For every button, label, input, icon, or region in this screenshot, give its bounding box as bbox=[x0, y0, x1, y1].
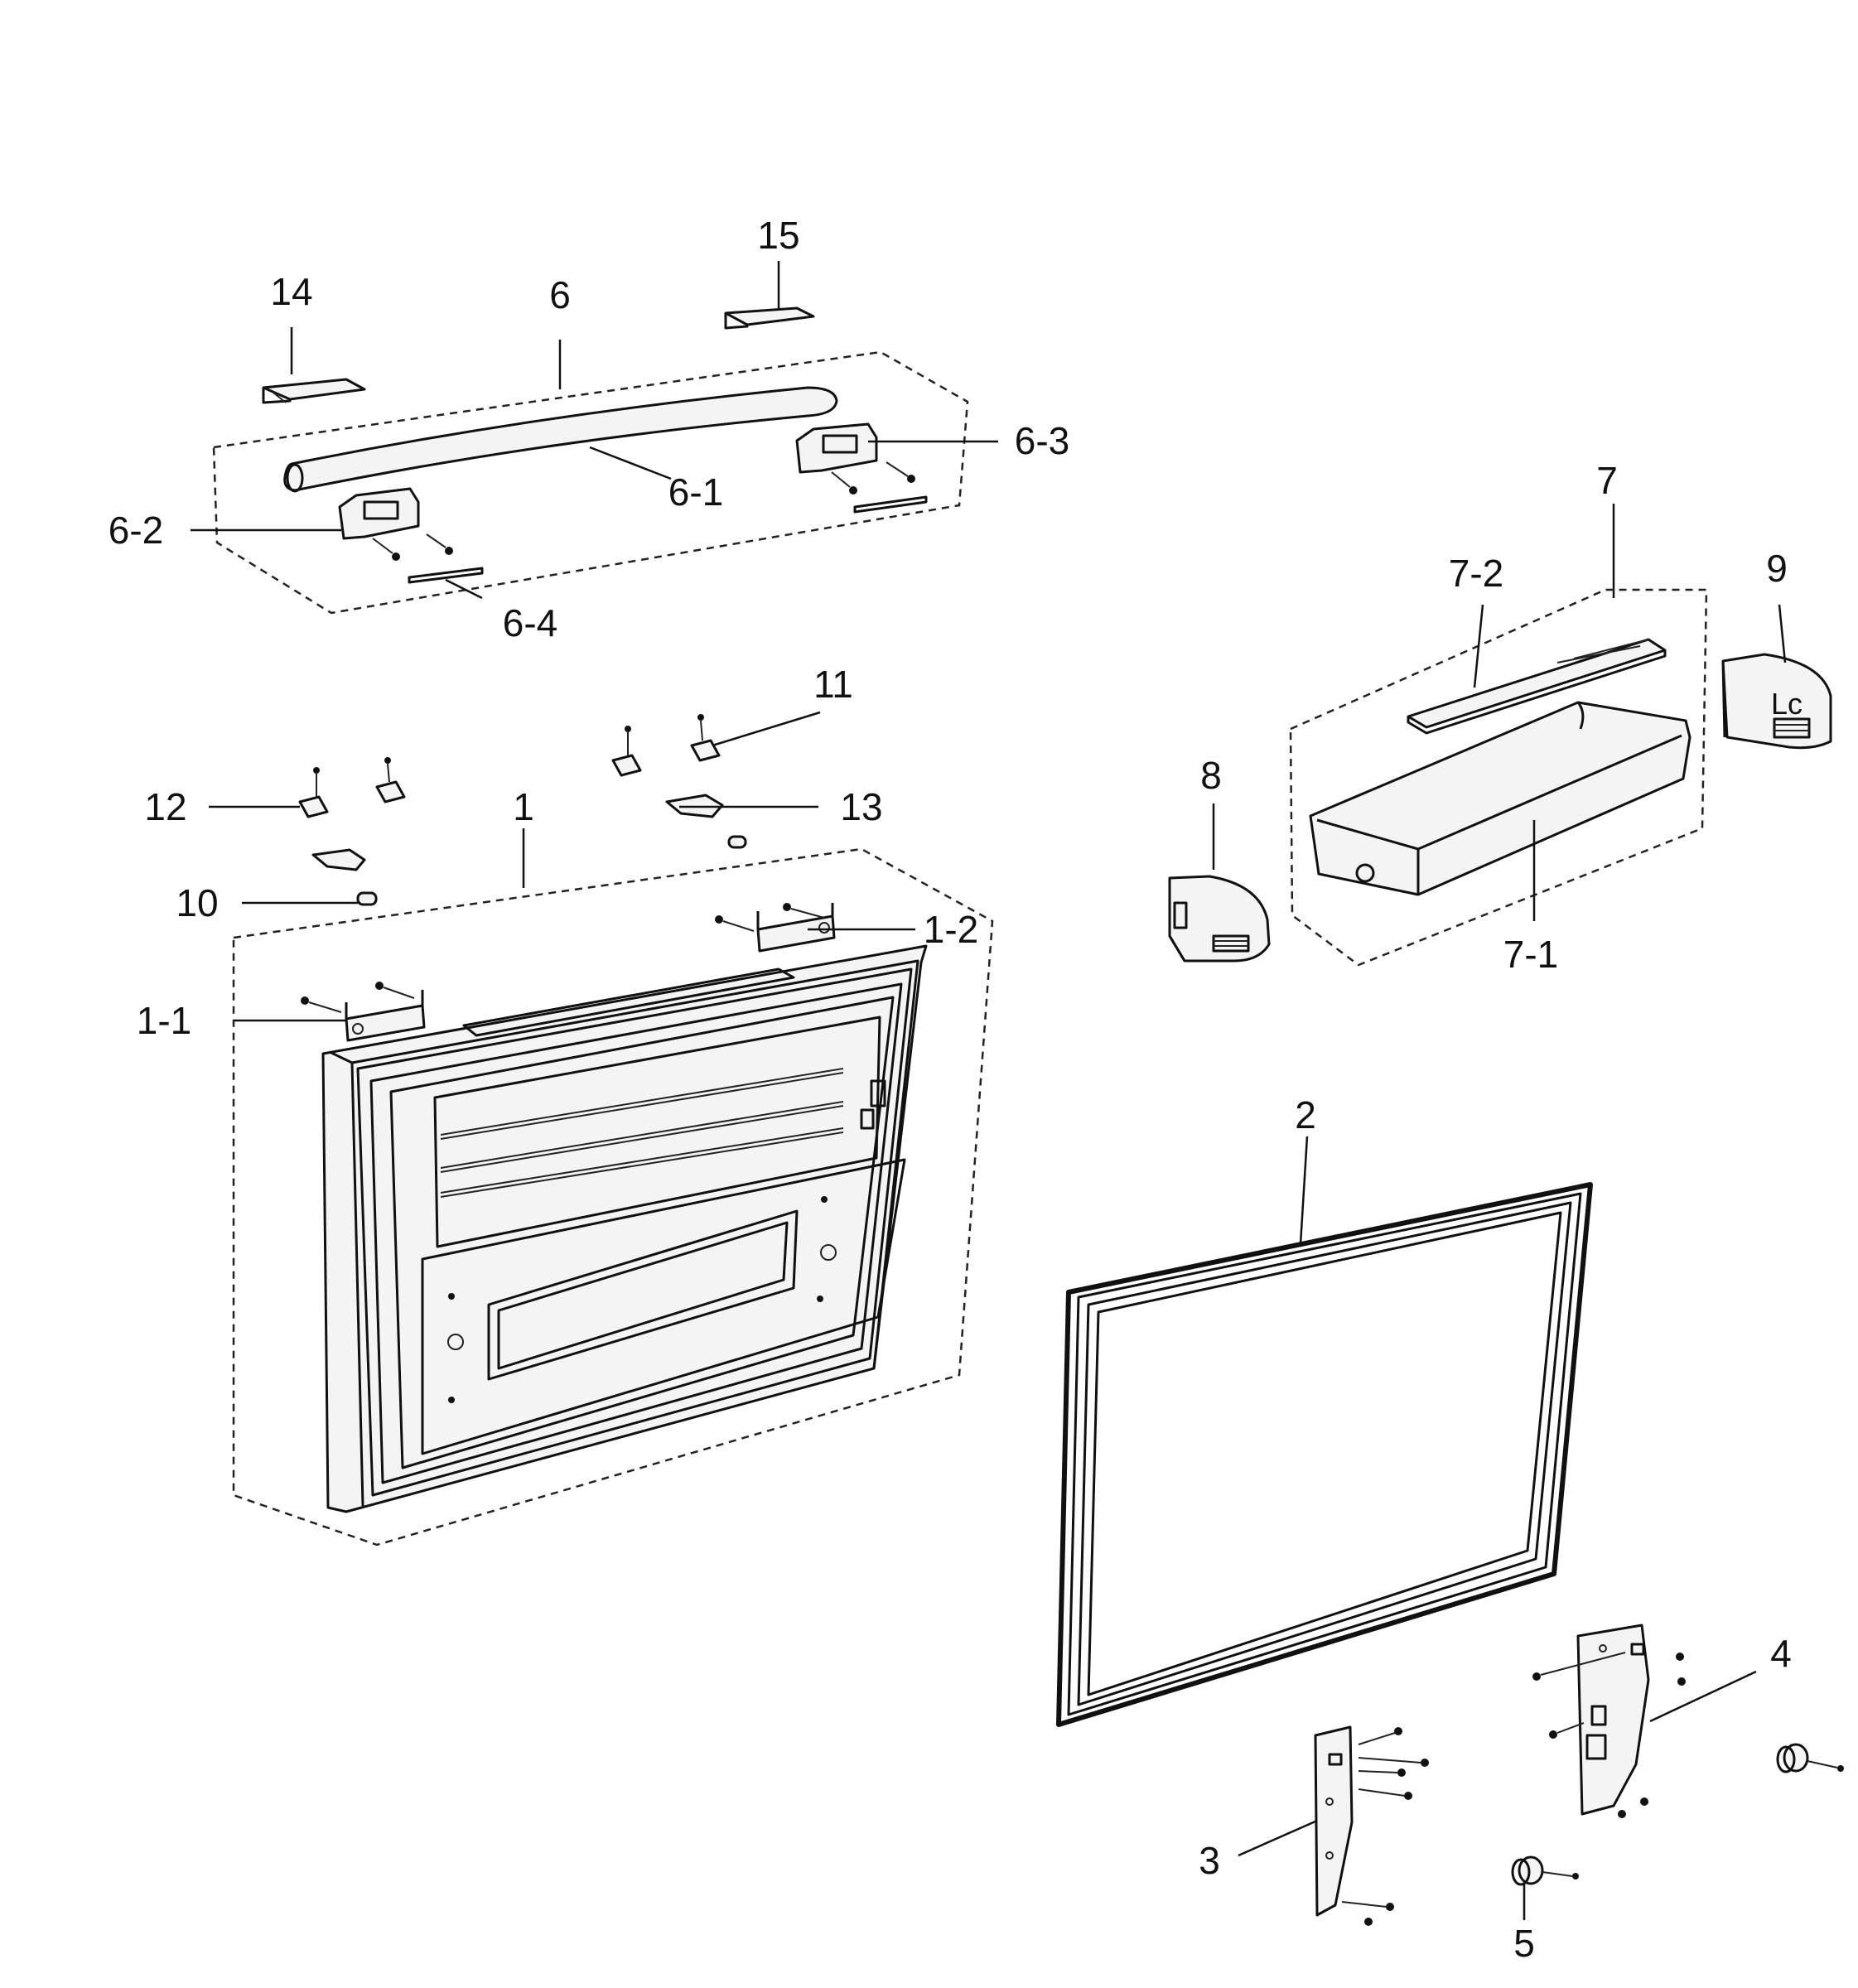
door-hinge-bracket-left bbox=[301, 982, 426, 1042]
handle-assembly-group bbox=[212, 350, 969, 615]
door-assembly-boundary bbox=[232, 847, 994, 1546]
callout-7-2: 7-2 bbox=[1449, 552, 1503, 595]
handle-cap-left bbox=[262, 378, 366, 404]
handle-cap-right bbox=[724, 306, 815, 330]
door-stopper-right-2 bbox=[690, 739, 721, 762]
door-hinge-bracket-right bbox=[715, 903, 836, 953]
callout-labels: 14 6 15 6-1 6-2 6-3 6-4 7 7-2 7-1 9 8 11… bbox=[109, 214, 1792, 1965]
door-stopper-right bbox=[611, 754, 642, 777]
handle-hinge-right bbox=[795, 422, 915, 495]
door-gasket bbox=[1056, 1182, 1593, 1727]
door-panel bbox=[321, 944, 928, 1513]
door-assembly-group bbox=[232, 847, 994, 1546]
callout-1-1: 1-1 bbox=[137, 999, 191, 1042]
leader-lines bbox=[191, 261, 1787, 1920]
hinge-cap-lower bbox=[1511, 1855, 1579, 1886]
handle-trim-strip-right bbox=[853, 495, 928, 514]
callout-10: 10 bbox=[176, 881, 218, 924]
callout-3: 3 bbox=[1199, 1839, 1220, 1882]
callout-6-4: 6-4 bbox=[503, 601, 557, 644]
hinge-plate-lower bbox=[1314, 1725, 1429, 1926]
callout-9: 9 bbox=[1766, 547, 1788, 590]
callout-8: 8 bbox=[1200, 754, 1222, 797]
callout-6-2: 6-2 bbox=[109, 509, 163, 552]
callout-1-2: 1-2 bbox=[924, 908, 978, 951]
hinge-cap-upper bbox=[1776, 1743, 1844, 1773]
callout-4: 4 bbox=[1770, 1632, 1792, 1675]
cover-marking: Lc bbox=[1771, 687, 1803, 721]
callout-13: 13 bbox=[840, 785, 882, 828]
callout-2: 2 bbox=[1295, 1093, 1316, 1136]
callout-7: 7 bbox=[1596, 459, 1618, 502]
door-guard bbox=[1309, 701, 1692, 896]
callout-6-3: 6-3 bbox=[1015, 419, 1069, 462]
guard-cover bbox=[1407, 638, 1667, 735]
callout-11: 11 bbox=[813, 663, 853, 706]
hinge-plate-upper bbox=[1532, 1624, 1686, 1818]
callout-6: 6 bbox=[549, 273, 571, 316]
handle-trim-strip-left bbox=[408, 567, 484, 584]
callout-1: 1 bbox=[513, 785, 534, 828]
callout-15: 15 bbox=[757, 214, 799, 257]
guard-side-cap-left bbox=[1168, 875, 1271, 963]
callout-7-1: 7-1 bbox=[1503, 933, 1558, 976]
handle-assembly-boundary bbox=[212, 350, 969, 615]
callout-5: 5 bbox=[1513, 1922, 1535, 1965]
door-stopper-left bbox=[298, 795, 329, 818]
door-spring-right bbox=[727, 835, 747, 849]
handle-bar bbox=[283, 386, 838, 493]
callout-6-1: 6-1 bbox=[668, 470, 723, 514]
door-stopper-left-2 bbox=[375, 780, 406, 803]
callout-12: 12 bbox=[144, 785, 186, 828]
door-guard-group bbox=[1289, 588, 1708, 967]
callout-14: 14 bbox=[270, 270, 312, 313]
door-spring-left bbox=[356, 891, 378, 906]
door-cam-left bbox=[311, 848, 366, 871]
guard-side-cap-right: Lc bbox=[1721, 653, 1832, 750]
handle-hinge-left bbox=[338, 487, 453, 561]
